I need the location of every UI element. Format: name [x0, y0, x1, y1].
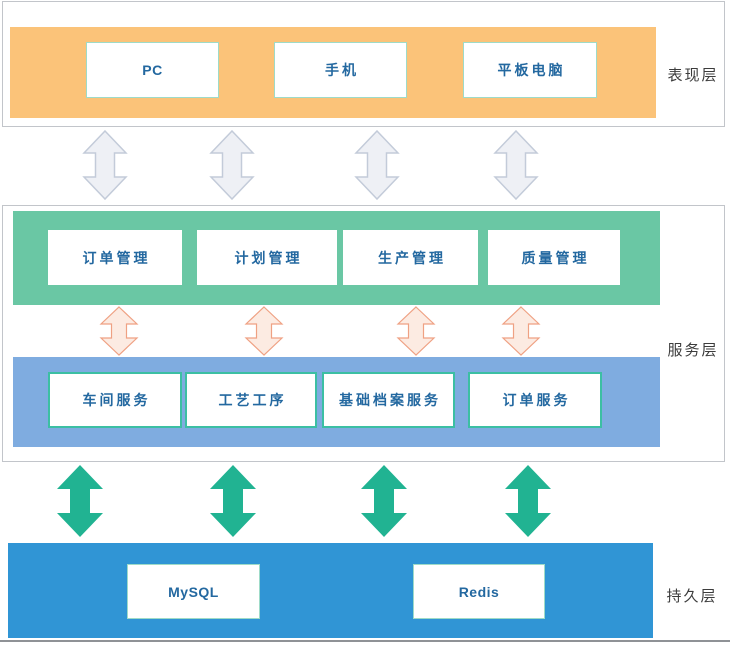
double-arrow-pink-icon	[501, 306, 541, 356]
double-arrow-gray-icon	[209, 130, 255, 200]
management-band: 订单管理 计划管理 生产管理 质量管理	[13, 211, 660, 305]
node-quality-management: 质量管理	[488, 230, 620, 285]
presentation-layer-container: PC 手机 平板电脑 表现层	[2, 1, 725, 127]
service-layer-label: 服务层	[667, 342, 719, 359]
persistence-layer-label: 持久层	[666, 588, 718, 605]
service-layer-container: 订单管理 计划管理 生产管理 质量管理 车间服务 工艺工序 基础档案服务 订单服…	[2, 205, 725, 462]
node-tablet: 平板电脑	[463, 42, 597, 98]
bottom-divider	[0, 640, 730, 642]
double-arrow-teal-icon	[361, 465, 407, 537]
presentation-band: PC 手机 平板电脑	[10, 27, 656, 118]
service-band: 车间服务 工艺工序 基础档案服务 订单服务	[13, 357, 660, 447]
node-basic-archive-service: 基础档案服务	[322, 372, 455, 428]
double-arrow-teal-icon	[57, 465, 103, 537]
persistence-band: MySQL Redis	[8, 543, 653, 638]
node-plan-management: 计划管理	[197, 230, 337, 285]
node-mobile: 手机	[274, 42, 407, 98]
node-workshop-service: 车间服务	[48, 372, 182, 428]
node-process-service: 工艺工序	[185, 372, 317, 428]
node-order-service: 订单服务	[468, 372, 602, 428]
double-arrow-pink-icon	[396, 306, 436, 356]
node-pc: PC	[86, 42, 219, 98]
double-arrow-gray-icon	[354, 130, 400, 200]
double-arrow-pink-icon	[244, 306, 284, 356]
double-arrow-gray-icon	[82, 130, 128, 200]
node-production-management: 生产管理	[343, 230, 478, 285]
double-arrow-teal-icon	[505, 465, 551, 537]
double-arrow-teal-icon	[210, 465, 256, 537]
double-arrow-pink-icon	[99, 306, 139, 356]
node-redis: Redis	[413, 564, 545, 619]
node-order-management: 订单管理	[48, 230, 182, 285]
node-mysql: MySQL	[127, 564, 260, 619]
presentation-layer-label: 表现层	[667, 67, 719, 84]
double-arrow-gray-icon	[493, 130, 539, 200]
